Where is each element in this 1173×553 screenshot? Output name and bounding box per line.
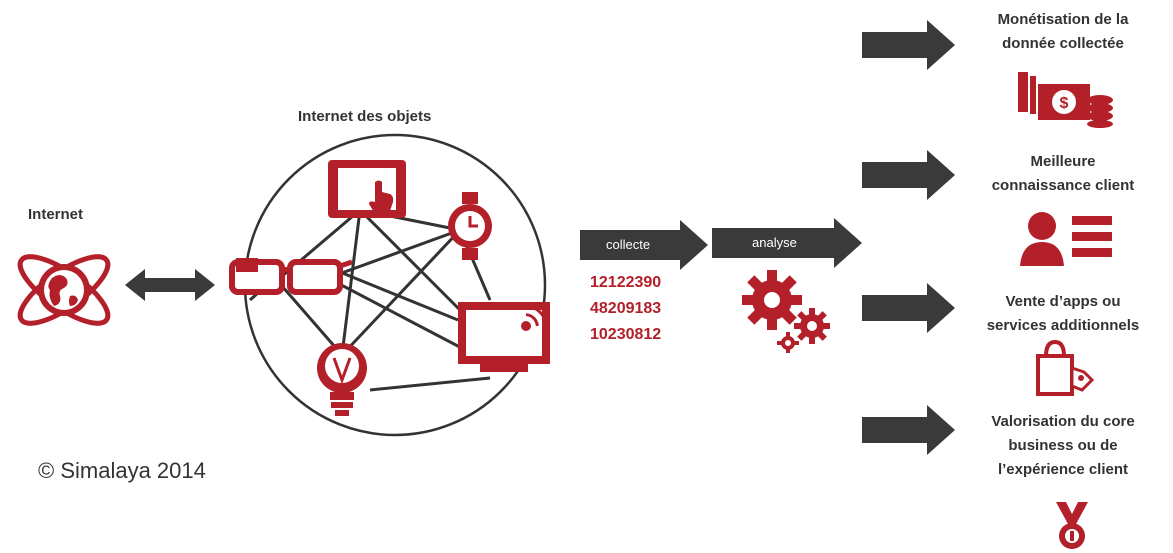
analyse-arrow [712, 218, 862, 268]
customer-profile-icon [1020, 212, 1112, 266]
outcome-valorisation: Valorisation du core business ou de l’ex… [955, 410, 1171, 482]
outcome-monetisation: Monétisation de la donnée collectée [955, 8, 1171, 56]
outcome-line: business ou de [1008, 437, 1118, 454]
double-arrow-icon [125, 269, 215, 301]
money-icon: $ [1018, 72, 1113, 128]
outcome-vente-apps: Vente d’apps ou services additionnels [955, 290, 1171, 338]
outcome-line: Valorisation du core [991, 413, 1135, 430]
copyright: © Simalaya 2014 [38, 458, 206, 483]
code-line: 12122390 [590, 274, 662, 291]
outcome-line: connaissance client [991, 177, 1135, 194]
collecte-arrow [580, 220, 708, 270]
outcome-arrow [862, 405, 955, 455]
outcome-line: l’expérience client [997, 461, 1129, 478]
shopping-bag-icon [1036, 339, 1095, 396]
outcome-connaissance-client: Meilleure connaissance client [955, 150, 1171, 198]
connected-screen-icon [458, 302, 550, 372]
svg-text:$: $ [1060, 95, 1069, 112]
outcome-line: donnée collectée [1002, 35, 1124, 52]
lightbulb-icon [317, 343, 367, 416]
code-line: 48209183 [590, 300, 662, 317]
outcome-arrow [862, 20, 955, 70]
iot-title: Internet des objets [298, 108, 432, 125]
outcome-line: Vente d’apps ou [1005, 293, 1121, 310]
internet-label: Internet [28, 206, 84, 223]
outcome-arrow [862, 150, 955, 200]
smartwatch-icon [448, 192, 492, 260]
code-line: 10230812 [590, 326, 662, 343]
outcome-arrow [862, 283, 955, 333]
outcome-line: Meilleure [1030, 153, 1096, 170]
gears-icon [742, 270, 830, 353]
collected-codes: 12122390 48209183 10230812 [590, 270, 661, 348]
smart-glasses-icon [229, 258, 353, 295]
analyse-label: analyse [752, 235, 797, 250]
medal-icon [1056, 502, 1088, 549]
globe-icon [17, 254, 111, 326]
collecte-label: collecte [606, 237, 651, 252]
iot-network [229, 133, 550, 437]
outcome-line: services additionnels [986, 317, 1140, 334]
tablet-touch-icon [328, 160, 406, 218]
outcome-line: Monétisation de la [997, 11, 1129, 28]
